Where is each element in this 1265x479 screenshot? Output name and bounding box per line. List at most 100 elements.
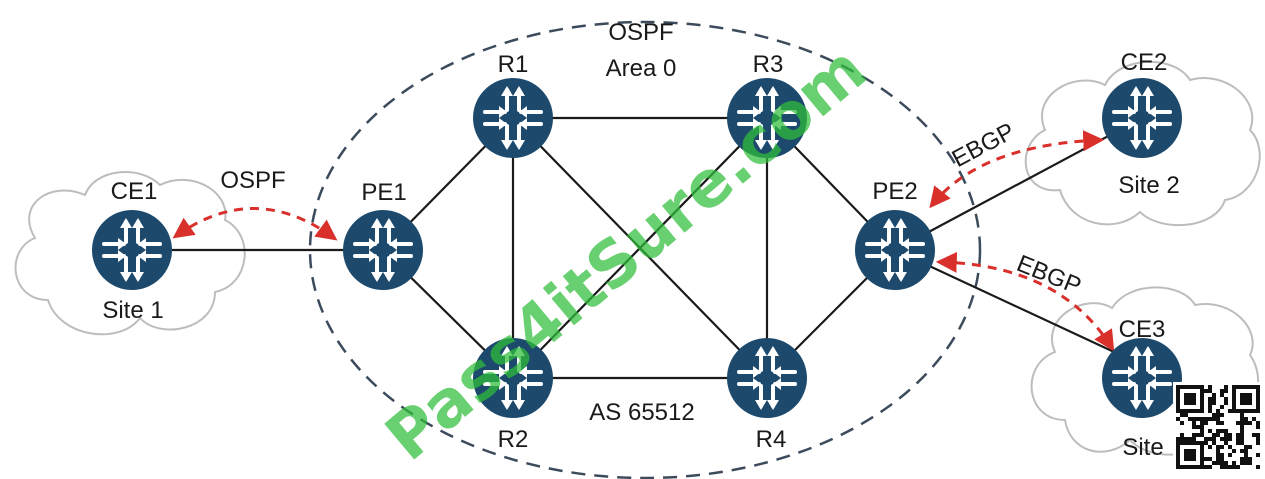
qr-module xyxy=(1220,453,1224,457)
qr-module xyxy=(1224,389,1228,393)
qr-module xyxy=(1204,465,1208,469)
qr-module xyxy=(1196,433,1200,437)
qr-module xyxy=(1236,437,1240,441)
qr-module xyxy=(1208,397,1212,401)
qr-module xyxy=(1180,433,1184,437)
qr-module xyxy=(1180,409,1184,413)
qr-module xyxy=(1208,457,1212,461)
qr-module xyxy=(1220,413,1224,417)
qr-module xyxy=(1232,465,1236,469)
area-protocol-label: OSPF xyxy=(608,19,673,46)
qr-module xyxy=(1204,437,1208,441)
qr-module xyxy=(1192,453,1196,457)
qr-module xyxy=(1200,385,1204,389)
qr-module xyxy=(1180,441,1184,445)
qr-module xyxy=(1244,417,1248,421)
qr-module xyxy=(1176,401,1180,405)
qr-module xyxy=(1220,429,1224,433)
qr-module xyxy=(1240,421,1244,425)
ebgp-session-arrow-ce3 xyxy=(935,251,1115,352)
qr-module xyxy=(1216,457,1220,461)
qr-module xyxy=(1220,393,1224,397)
qr-module xyxy=(1244,461,1248,465)
qr-module xyxy=(1232,449,1236,453)
qr-module xyxy=(1200,457,1204,461)
qr-module xyxy=(1188,465,1192,469)
qr-module xyxy=(1212,393,1216,397)
qr-module xyxy=(1212,441,1216,445)
qr-module xyxy=(1208,401,1212,405)
qr-module xyxy=(1176,453,1180,457)
qr-module xyxy=(1244,385,1248,389)
qr-module xyxy=(1224,401,1228,405)
qr-module xyxy=(1224,429,1228,433)
qr-module xyxy=(1244,421,1248,425)
qr-module xyxy=(1216,461,1220,465)
qr-module xyxy=(1208,389,1212,393)
qr-module xyxy=(1220,437,1224,441)
qr-module xyxy=(1192,449,1196,453)
qr-module xyxy=(1200,425,1204,429)
qr-module xyxy=(1176,445,1180,449)
qr-module xyxy=(1176,465,1180,469)
area-name-label: Area 0 xyxy=(606,55,677,82)
qr-module xyxy=(1200,445,1204,449)
router-pe1 xyxy=(341,208,425,292)
qr-module xyxy=(1228,465,1232,469)
qr-module xyxy=(1196,465,1200,469)
router-r4 xyxy=(725,336,809,420)
router-label-ce2: CE2 xyxy=(1121,49,1168,76)
qr-module xyxy=(1256,401,1260,405)
qr-module xyxy=(1232,385,1236,389)
qr-module xyxy=(1212,417,1216,421)
qr-module xyxy=(1176,397,1180,401)
qr-module xyxy=(1196,409,1200,413)
qr-module xyxy=(1220,405,1224,409)
router-label-ce3: CE3 xyxy=(1119,316,1166,343)
qr-module xyxy=(1176,457,1180,461)
qr-module xyxy=(1188,393,1192,397)
router-label-pe1: PE1 xyxy=(361,179,406,206)
qr-module xyxy=(1212,401,1216,405)
qr-module xyxy=(1200,389,1204,393)
qr-module xyxy=(1196,425,1200,429)
qr-module xyxy=(1240,433,1244,437)
qr-module xyxy=(1200,441,1204,445)
router-r1 xyxy=(471,76,555,160)
qr-module xyxy=(1216,413,1220,417)
qr-module xyxy=(1216,417,1220,421)
qr-module xyxy=(1208,429,1212,433)
qr-module xyxy=(1220,457,1224,461)
qr-module xyxy=(1188,441,1192,445)
router-label-r1: R1 xyxy=(498,51,529,78)
qr-module xyxy=(1236,433,1240,437)
qr-module xyxy=(1240,425,1244,429)
qr-module xyxy=(1232,405,1236,409)
router-icon xyxy=(90,208,174,292)
qr-module xyxy=(1176,441,1180,445)
qr-module xyxy=(1208,385,1212,389)
qr-module xyxy=(1216,453,1220,457)
qr-module xyxy=(1188,409,1192,413)
qr-module xyxy=(1256,441,1260,445)
qr-module xyxy=(1216,421,1220,425)
qr-module xyxy=(1248,421,1252,425)
site-label-2: Site 2 xyxy=(1118,172,1179,199)
qr-module xyxy=(1192,465,1196,469)
qr-module xyxy=(1252,417,1256,421)
qr-module xyxy=(1256,385,1260,389)
qr-module xyxy=(1200,393,1204,397)
router-label-r3: R3 xyxy=(753,51,784,78)
qr-module xyxy=(1224,461,1228,465)
qr-module xyxy=(1184,437,1188,441)
qr-module xyxy=(1184,441,1188,445)
qr-module xyxy=(1200,397,1204,401)
site-label-1: Site 1 xyxy=(102,297,163,324)
qr-module xyxy=(1200,421,1204,425)
router-ce2 xyxy=(1100,76,1184,160)
qr-module xyxy=(1236,409,1240,413)
ospf-session-arrow xyxy=(172,207,338,241)
qr-module xyxy=(1200,409,1204,413)
qr-module xyxy=(1176,409,1180,413)
